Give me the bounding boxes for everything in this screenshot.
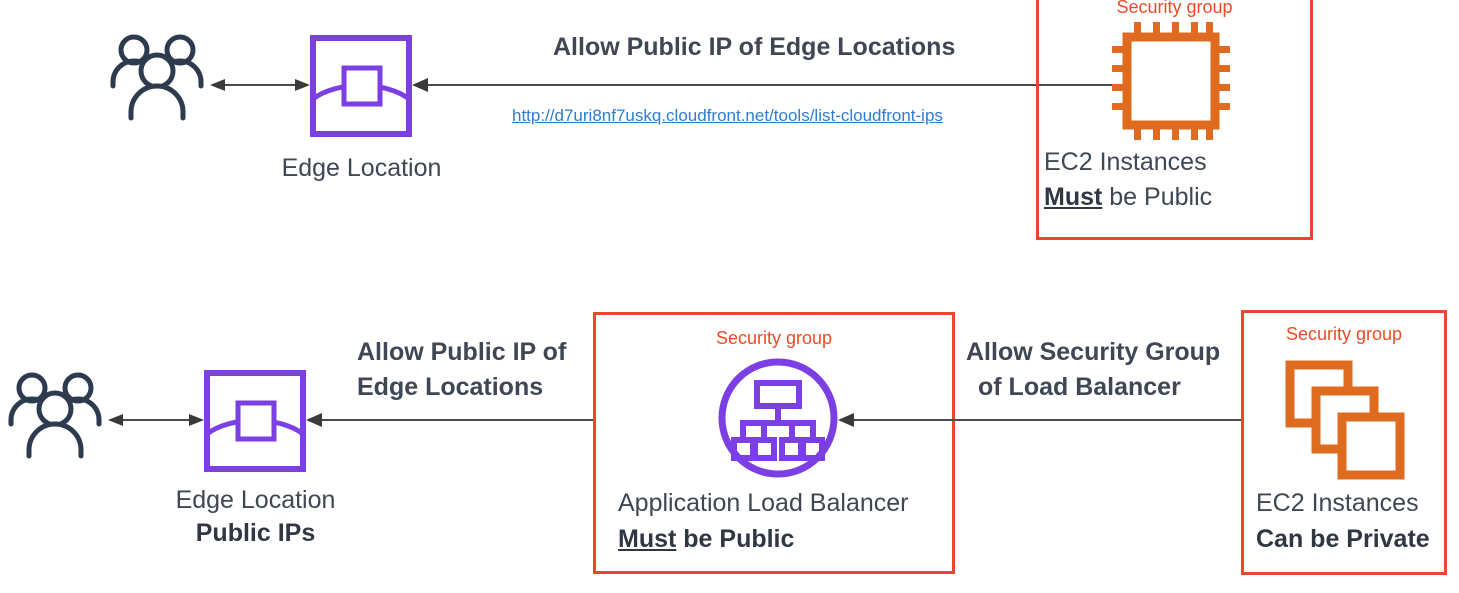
alb-caption-line1: Application Load Balancer [618, 489, 909, 517]
arrow-users-edge-bottom [108, 411, 204, 429]
edge-location-icon-bottom [204, 370, 306, 472]
security-group-label-alb: Security group [715, 328, 833, 348]
edge-location-public-ips: Public IPs [195, 519, 316, 547]
ec2-must-top: Must [1044, 183, 1103, 211]
application-load-balancer-icon [717, 357, 839, 479]
ec2-caption-line1-top: EC2 Instances [1044, 146, 1207, 178]
security-group-box-alb [593, 312, 955, 574]
ec2-instances-stack-icon [1285, 360, 1407, 480]
cloudfront-ips-url-link[interactable]: http://d7uri8nf7uskq.cloudfront.net/tool… [512, 106, 943, 125]
arrow-edge-alb-bottom [306, 411, 593, 429]
arrow-label-allow-sg-lb-line2: of Load Balancer [978, 373, 1181, 401]
security-group-label-ec2-top: Security group [1116, 0, 1233, 17]
security-group-box-ec2-top [1036, 0, 1313, 240]
alb-must: Must [618, 525, 677, 553]
arrow-label-allow-public-ip-bottom-line1: Allow Public IP of [357, 338, 567, 366]
arrow-users-edge-top [210, 76, 310, 94]
edge-location-caption-top: Edge Location [281, 154, 442, 182]
alb-caption-line2: Must be Public [618, 523, 794, 555]
ec2-caption-line2-top: Must be Public [1044, 181, 1212, 213]
security-group-box-ec2-bottom [1241, 310, 1447, 575]
arrow-alb-ec2-bottom [838, 411, 1242, 429]
edge-location-caption-bottom-line1: Edge Location [175, 486, 336, 514]
users-group-icon [108, 30, 208, 121]
security-group-label-ec2-bottom: Security group [1285, 324, 1403, 344]
edge-location-icon [310, 35, 412, 137]
ec2-chip-icon [1112, 22, 1230, 140]
arrow-label-allow-public-ip-top: Allow Public IP of Edge Locations [553, 33, 956, 61]
ec2-caption-line2-bottom: Can be Private [1256, 523, 1430, 555]
users-group-icon-bottom [6, 368, 106, 459]
alb-bepublic: be Public [676, 525, 795, 553]
ec2-can-be-private: Can be Private [1256, 525, 1430, 553]
ec2-caption-line1-bottom: EC2 Instances [1256, 489, 1419, 517]
ec2-bepublic-top: be Public [1102, 183, 1213, 211]
arrow-label-allow-sg-lb-line1: Allow Security Group [966, 338, 1221, 366]
edge-location-caption-bottom-line2: Public IPs [153, 517, 358, 549]
arrow-label-allow-public-ip-bottom-line2: Edge Locations [357, 373, 544, 401]
ec2-caption-text-top: EC2 Instances [1044, 148, 1207, 176]
arrow-edge-ec2-top [412, 76, 1212, 94]
